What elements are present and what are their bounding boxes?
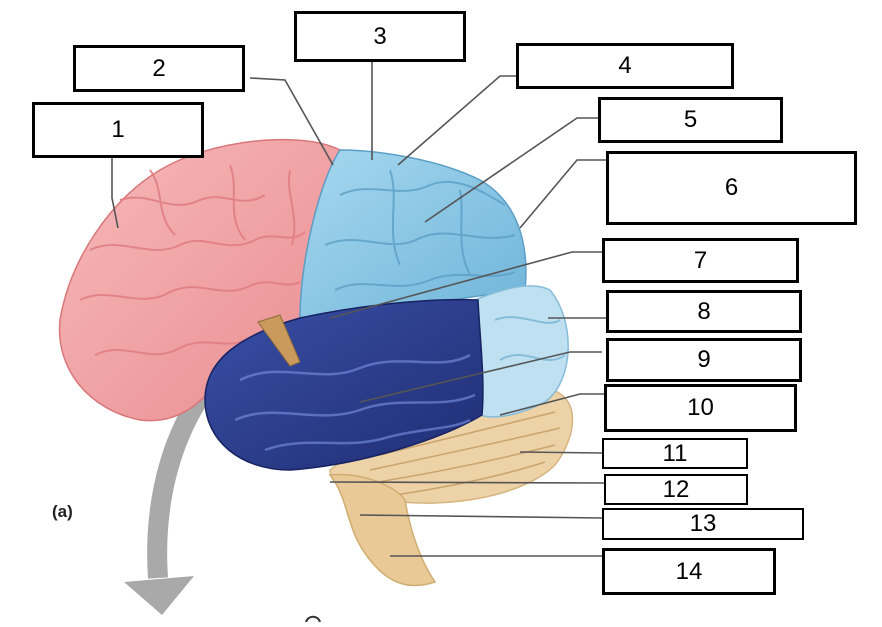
leader-line-2 [249, 77, 334, 166]
label-box-8[interactable]: 8 [606, 290, 802, 333]
nerve-stub [257, 314, 301, 367]
leader-line-4 [397, 75, 516, 166]
label-box-12[interactable]: 12 [604, 474, 748, 505]
label-box-13[interactable]: 13 [602, 508, 804, 540]
leader-lines [111, 62, 606, 557]
label-box-14[interactable]: 14 [602, 548, 776, 595]
label-box-2[interactable]: 2 [73, 45, 245, 92]
leader-line-6 [519, 159, 606, 229]
frontal-gyri [79, 164, 306, 356]
occipital-gyri [494, 316, 566, 361]
label-box-11-text: 11 [662, 439, 688, 467]
panel-label: (a) [52, 502, 73, 521]
label-box-3-text: 3 [373, 22, 387, 50]
leader-line-11 [519, 451, 603, 454]
label-box-7-text: 7 [693, 246, 708, 274]
label-box-10-text: 10 [687, 394, 714, 421]
label-box-9-text: 9 [697, 346, 711, 373]
leader-line-5 [424, 117, 598, 223]
label-box-2-text: 2 [152, 54, 166, 82]
label-box-4-text: 4 [618, 52, 632, 79]
parietal-lobe [299, 149, 527, 322]
leader-line-12 [329, 481, 605, 484]
label-box-6[interactable]: 6 [606, 151, 857, 225]
arrow-head [124, 576, 194, 615]
label-box-14-text: 14 [675, 557, 703, 585]
label-box-1-text: 1 [111, 116, 125, 143]
label-box-11[interactable]: 11 [602, 438, 748, 469]
partial-mark [305, 615, 321, 623]
leader-line-9 [359, 351, 602, 403]
label-box-1[interactable]: 1 [32, 102, 204, 158]
label-box-5-text: 5 [683, 106, 698, 133]
label-box-10[interactable]: 10 [604, 384, 797, 432]
brainstem [328, 473, 437, 587]
leader-line-10 [499, 393, 604, 416]
leader-line-1 [111, 157, 119, 229]
label-box-7[interactable]: 7 [602, 238, 799, 283]
label-box-3[interactable]: 3 [294, 11, 466, 62]
leader-line-13 [359, 514, 603, 519]
temporal-gyri [234, 353, 476, 452]
label-box-4[interactable]: 4 [516, 43, 734, 89]
label-box-6-text: 6 [724, 174, 739, 201]
label-box-12-text: 12 [662, 475, 690, 503]
label-box-5[interactable]: 5 [598, 97, 783, 143]
label-box-9[interactable]: 9 [606, 338, 802, 382]
cerebellum-folds [369, 411, 561, 496]
label-box-8-text: 8 [697, 297, 711, 325]
label-box-13-text: 13 [689, 510, 717, 537]
leader-line-7 [329, 251, 602, 319]
